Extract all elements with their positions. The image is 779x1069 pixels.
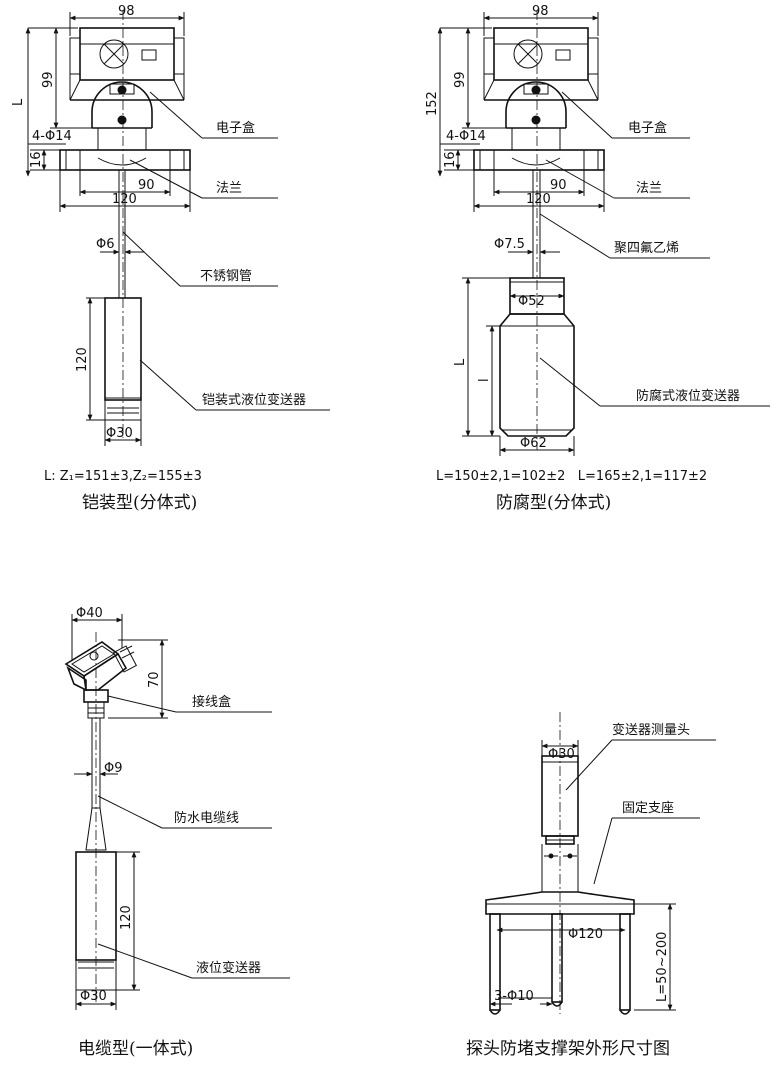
cable-dimensions: Φ40 70 Φ9 120 Φ30 [71, 606, 168, 1010]
corrosion-note: L=150±2,1=102±2 L=165±2,1=117±2 [436, 469, 707, 484]
corrosion-dim-body: Φ62 [520, 436, 547, 451]
armored-label-tube: 不锈钢管 [200, 269, 252, 284]
armored-label-sensor: 铠装式液位变送器 [202, 392, 306, 408]
corrosion-electronic-box [483, 27, 599, 150]
cable-dim-box: Φ40 [76, 606, 103, 621]
cable-dim-cable: Φ9 [104, 761, 123, 776]
cable-label-sensor: 液位变送器 [196, 960, 261, 976]
support-dim-leg-len: L=50~200 [655, 932, 670, 1002]
armored-type-drawing: 98 99 L 4-Φ14 16 90 120 Φ6 [11, 4, 330, 513]
corrosion-dim-len-L: L [453, 358, 468, 366]
corrosion-dim-flange-thick: 16 [443, 151, 458, 168]
corrosion-dim-inner: 90 [550, 178, 567, 193]
armored-dim-overall-L: L [11, 98, 26, 106]
cable-caption: 电缆型(一体式) [78, 1039, 193, 1059]
support-dim-legs: 3-Φ10 [494, 989, 534, 1004]
cable-dim-sensor-dia: Φ30 [80, 989, 107, 1004]
support-probe-head [541, 712, 579, 1014]
cable-dim-height: 70 [147, 671, 162, 688]
armored-note: L: Z₁=151±3,Z₂=155±3 [44, 469, 202, 484]
support-leaders: 变送器测量头 固定支座 [565, 722, 716, 885]
armored-dim-flange-thick: 16 [29, 151, 44, 168]
corrosion-label-box: 电子盒 [628, 120, 667, 136]
corrosion-dim-overall: 152 [425, 91, 440, 116]
armored-dim-sensor-dia: Φ30 [106, 426, 133, 441]
corrosion-label-sensor: 防腐式液位变送器 [636, 388, 740, 404]
corrosion-label-flange: 法兰 [636, 181, 662, 196]
corrosion-type-drawing: 98 99 152 4-Φ14 16 90 120 Φ7.5 [425, 4, 770, 513]
armored-electronic-box [69, 27, 185, 150]
support-dimensions: Φ30 Φ120 L=50~200 3-Φ10 [489, 740, 676, 1011]
support-label-head: 变送器测量头 [612, 722, 690, 738]
cable-leaders: 接线盒 防水电缆线 液位变送器 [97, 694, 290, 979]
corrosion-tube-and-sensor [499, 10, 575, 450]
corrosion-label-tube: 聚四氟乙烯 [614, 241, 679, 256]
support-base-and-legs [485, 891, 635, 1015]
support-caption: 探头防堵支撑架外形尺寸图 [466, 1039, 670, 1059]
corrosion-dimensions: 98 99 152 4-Φ14 16 90 120 Φ7.5 [425, 4, 605, 456]
support-dim-head: Φ30 [548, 747, 575, 762]
corrosion-dim-width-top: 98 [532, 4, 549, 19]
armored-caption: 铠装型(分体式) [82, 493, 197, 513]
cable-type-drawing: Φ40 70 Φ9 120 Φ30 接线盒 防水电缆线 [64, 606, 290, 1059]
cable-junction-box [64, 641, 138, 719]
corrosion-dim-outer: 120 [526, 192, 551, 207]
support-label-seat: 固定支座 [622, 801, 674, 816]
corrosion-leaders: 电子盒 法兰 聚四氟乙烯 防腐式液位变送器 [539, 91, 770, 407]
armored-dim-outer: 120 [112, 192, 137, 207]
armored-tube-and-sensor [104, 10, 142, 438]
armored-dim-sensor-len: 120 [75, 347, 90, 372]
corrosion-dim-box-height: 99 [453, 71, 468, 88]
armored-dim-box-height: 99 [41, 71, 56, 88]
armored-dim-inner: 90 [138, 178, 155, 193]
armored-dim-tube: Φ6 [96, 237, 115, 252]
corrosion-dim-neck: Φ52 [518, 294, 545, 309]
armored-flange [59, 149, 191, 171]
corrosion-caption: 防腐型(分体式) [496, 493, 611, 513]
corrosion-dim-len-l: l [477, 378, 492, 382]
support-frame-drawing: Φ30 Φ120 L=50~200 3-Φ10 变送器测量头 固定支座 探头防堵… [466, 712, 716, 1059]
armored-label-flange: 法兰 [216, 181, 242, 196]
cable-dim-sensor-len: 120 [119, 905, 134, 930]
armored-label-box: 电子盒 [216, 120, 255, 136]
corrosion-dim-holes: 4-Φ14 [446, 129, 486, 144]
support-dim-base: Φ120 [568, 927, 603, 942]
cable-label-box: 接线盒 [192, 694, 231, 710]
corrosion-dim-tube: Φ7.5 [494, 237, 525, 252]
armored-leaders: 电子盒 法兰 不锈钢管 铠装式液位变送器 [122, 91, 330, 411]
cable-body-and-sensor [75, 632, 117, 1004]
corrosion-flange [473, 149, 605, 171]
cable-label-cable: 防水电缆线 [174, 810, 239, 826]
armored-dim-width-top: 98 [118, 4, 135, 19]
armored-dim-holes: 4-Φ14 [32, 129, 72, 144]
armored-dimensions: 98 99 L 4-Φ14 16 90 120 Φ6 [11, 4, 191, 446]
